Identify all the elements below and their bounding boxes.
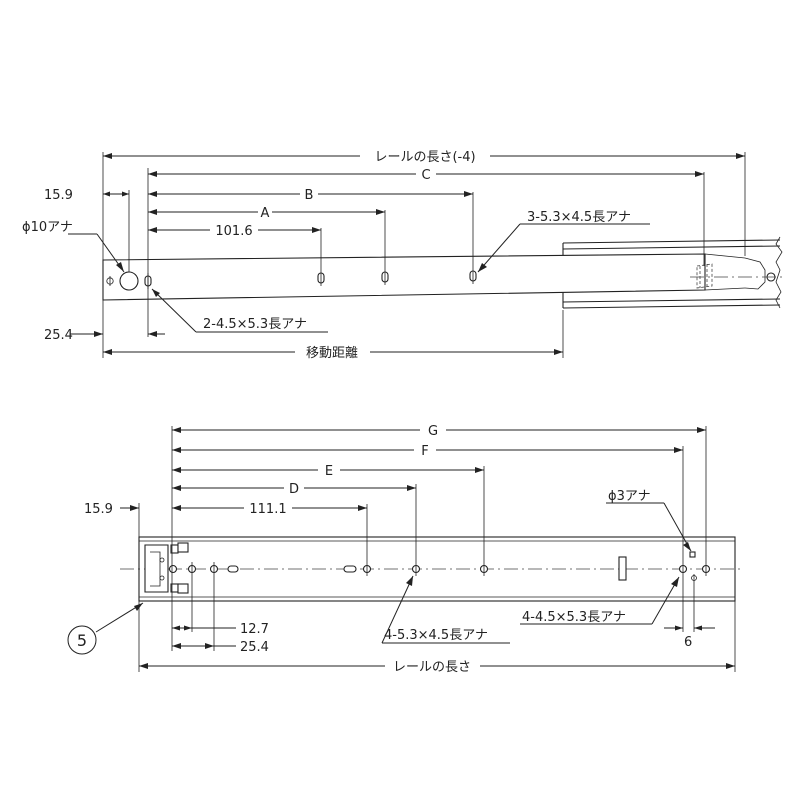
end-bracket	[144, 542, 189, 594]
dim-101-6: 101.6	[148, 224, 321, 239]
dim-15-9-bottom: 15.9	[84, 502, 139, 517]
dim-111-1-label: 111.1	[249, 502, 286, 517]
dim-g-label: G	[428, 424, 438, 439]
bottom-holes	[168, 551, 711, 582]
note-phi3: ϕ3アナ	[606, 489, 692, 552]
note-slot-3: 3-5.3×4.5長アナ	[477, 210, 650, 273]
slot-hole	[343, 565, 357, 573]
dim-101-6-label: 101.6	[215, 224, 252, 239]
phi3-hole-label: ϕ3アナ	[608, 489, 651, 504]
dim-12-7-label: 12.7	[240, 622, 269, 637]
note-slot-2: 2-4.5×5.3長アナ	[151, 288, 328, 333]
dim-15-9-bottom-label: 15.9	[84, 502, 113, 517]
dim-111-1: 111.1	[172, 502, 367, 517]
dim-25-4-bottom: 25.4	[172, 640, 269, 655]
dim-f: F	[172, 444, 683, 459]
dim-d-label: D	[289, 482, 299, 497]
callout-5: 5	[67, 602, 144, 655]
dim-e: E	[172, 464, 484, 479]
dim-25-4-top-label: 25.4	[44, 328, 73, 343]
dim-d: D	[172, 482, 416, 497]
slot-2-label: 2-4.5×5.3長アナ	[203, 317, 307, 332]
bottom-view: G F E D	[67, 424, 740, 675]
dim-c: C	[148, 168, 704, 183]
callout-number: 5	[77, 631, 87, 650]
rail-length-minus4-label: レールの長さ(-4)	[374, 150, 475, 165]
dim-rail-length-minus4: レールの長さ(-4)	[103, 150, 745, 165]
note-phi10: ϕ10アナ	[22, 220, 125, 273]
note-slot-4a: 4-5.3×4.5長アナ	[381, 575, 510, 644]
top-view: レールの長さ(-4) C B 15.9	[22, 150, 783, 361]
travel-label: 移動距離	[306, 346, 358, 361]
dim-25-4-top: 25.4	[44, 328, 165, 343]
rail-length-label: レールの長さ	[393, 660, 471, 675]
phi3-hole	[689, 551, 696, 558]
top-holes	[106, 268, 477, 291]
note-slot-4b: 4-4.5×5.3長アナ	[520, 576, 680, 625]
dim-rail-length: レールの長さ	[139, 660, 735, 675]
phi10-hole-label: ϕ10アナ	[22, 220, 73, 235]
dim-g: G	[172, 424, 706, 439]
top-extension-lines	[102, 152, 746, 358]
dim-15-9-label: 15.9	[44, 188, 73, 203]
slot-hole	[227, 565, 239, 573]
dim-a: A	[148, 206, 385, 221]
dim-travel: 移動距離	[103, 346, 563, 361]
stopper-slot	[618, 556, 627, 581]
dim-a-label: A	[261, 206, 270, 221]
dim-e-label: E	[325, 464, 333, 479]
phi10-hole	[119, 271, 139, 291]
dim-f-label: F	[421, 444, 428, 459]
rail-body	[120, 536, 740, 602]
bottom-extension-lines	[138, 426, 736, 672]
slot-4b-label: 4-4.5×5.3長アナ	[522, 610, 626, 625]
dim-15-9-top: 15.9	[44, 188, 129, 203]
dim-6-label: 6	[684, 635, 692, 650]
dim-b-label: B	[305, 188, 314, 203]
dim-6: 6	[664, 625, 715, 650]
dim-25-4-bottom-label: 25.4	[240, 640, 269, 655]
slot-4a-label: 4-5.3×4.5長アナ	[384, 628, 488, 643]
slot-3-label: 3-5.3×4.5長アナ	[527, 210, 631, 225]
dim-c-label: C	[421, 168, 430, 183]
inner-member	[102, 253, 782, 301]
round-hole	[168, 564, 178, 574]
dim-b: B	[148, 188, 473, 203]
dim-12-7: 12.7	[172, 622, 269, 637]
